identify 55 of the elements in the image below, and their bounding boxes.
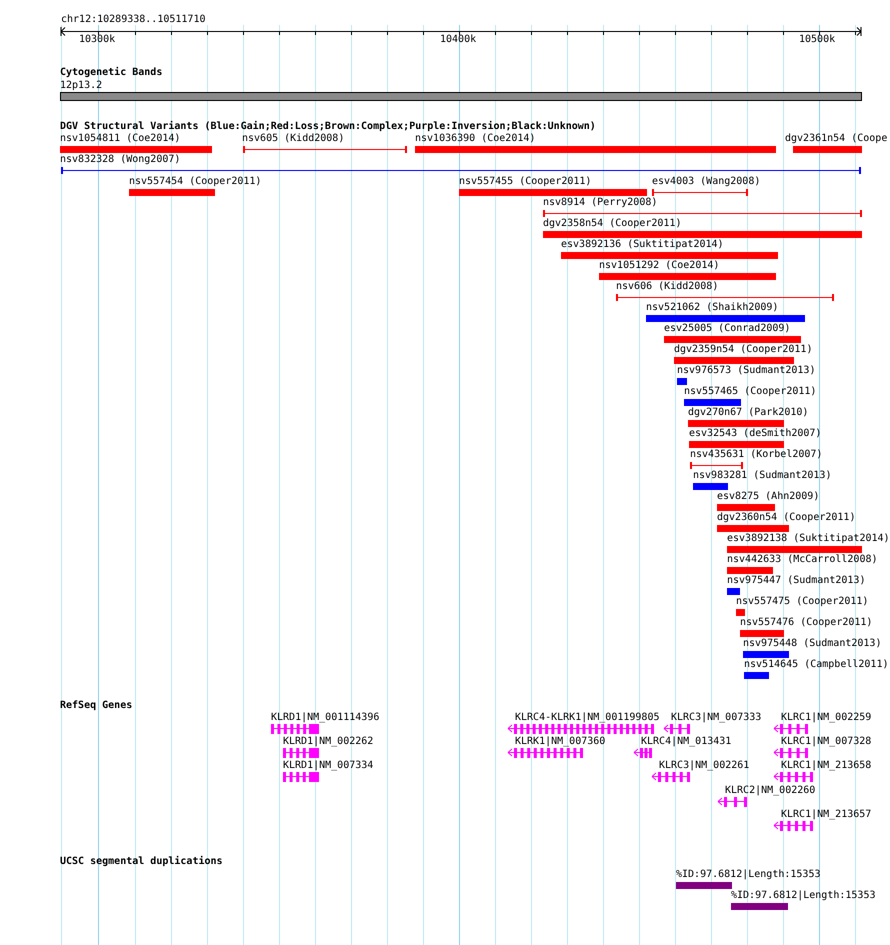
gene-label: KLRK1|NM_007360 — [515, 736, 606, 748]
feature-label: nsv435631 (Korbel2007) — [690, 449, 822, 461]
feature-label: nsv1051292 (Coe2014) — [599, 260, 720, 272]
gene-label: KLRC1|NM_007328 — [781, 736, 872, 748]
feature-label: esv3892136 (Suktitipat2014) — [561, 239, 724, 251]
feature-label: esv8275 (Ahn2009) — [717, 491, 820, 503]
feature-label: nsv1036390 (Coe2014) — [415, 133, 536, 145]
feature-label: dgv2360n54 (Cooper2011) — [717, 512, 856, 524]
feature-label: nsv514645 (Campbell2011) — [744, 659, 888, 671]
feature-label: nsv983281 (Sudmant2013) — [693, 470, 832, 482]
gene-label: KLRC4-KLRK1|NM_001199805 — [515, 712, 660, 724]
track-title: DGV Structural Variants (Blue:Gain;Red:Loss;Brown:Complex;Purple:Inversion;Black:Unknown) — [60, 121, 596, 133]
gene-label: KLRC3|NM_002261 — [659, 760, 750, 772]
feature-label: nsv521062 (Shaikh2009) — [646, 302, 778, 314]
gene-label: KLRC1|NM_213657 — [781, 809, 872, 821]
feature-label: esv3892138 (Suktitipat2014) — [727, 533, 890, 545]
track-title: Cytogenetic Bands — [60, 67, 162, 79]
feature-label: dgv2359n54 (Cooper2011) — [674, 344, 812, 356]
feature-label: nsv606 (Kidd2008) — [616, 281, 718, 293]
gene-label: KLRC1|NM_213658 — [781, 760, 872, 772]
feature-label: nsv557476 (Cooper2011) — [740, 617, 872, 629]
gene-label: KLRD1|NM_001114396 — [271, 712, 380, 724]
gene-label: KLRC1|NM_002259 — [781, 712, 872, 724]
feature-label: nsv557454 (Cooper2011) — [129, 176, 262, 188]
gene-label: KLRC2|NM_002260 — [725, 785, 816, 797]
feature-label: nsv8914 (Perry2008) — [543, 197, 658, 209]
feature-label: esv4003 (Wang2008) — [652, 176, 760, 188]
feature-label: dgv270n67 (Park2010) — [688, 407, 808, 419]
tick-label: 10500k — [799, 34, 836, 46]
feature-label: nsv1054811 (Coe2014) — [60, 133, 180, 145]
feature-label: %ID:97.6812|Length:15353 — [676, 869, 820, 881]
feature-label: %ID:97.6812|Length:15353 — [731, 890, 876, 902]
feature-label: nsv975448 (Sudmant2013) — [743, 638, 882, 650]
gene-label: KLRD1|NM_002262 — [283, 736, 374, 748]
feature-label: nsv442633 (McCarroll2008) — [727, 554, 878, 566]
feature-label: dgv2361n54 (Coope — [785, 133, 888, 145]
feature-label: nsv832328 (Wong2007) — [60, 154, 180, 166]
feature-label: nsv605 (Kidd2008) — [242, 133, 344, 145]
gene-label: KLRD1|NM_007334 — [283, 760, 374, 772]
axis-range-label: chr12:10289338..10511710 — [61, 14, 206, 26]
feature-label: esv25005 (Conrad2009) — [664, 323, 790, 335]
tick-label: 10300k — [79, 34, 116, 46]
feature-label: dgv2358n54 (Cooper2011) — [543, 218, 682, 230]
track-title: RefSeq Genes — [60, 700, 132, 712]
feature-label: nsv976573 (Sudmant2013) — [677, 365, 816, 377]
feature-label: nsv557475 (Cooper2011) — [736, 596, 868, 608]
gene-label: KLRC4|NM_013431 — [641, 736, 732, 748]
feature-label: nsv557455 (Cooper2011) — [459, 176, 592, 188]
feature-label: nsv557465 (Cooper2011) — [684, 386, 816, 398]
band-label: 12p13.2 — [60, 80, 102, 92]
track-title: UCSC segmental duplications — [60, 856, 223, 868]
feature-label: esv32543 (deSmith2007) — [689, 428, 822, 440]
tick-label: 10400k — [440, 34, 476, 46]
gene-label: KLRC3|NM_007333 — [671, 712, 762, 724]
feature-label: nsv975447 (Sudmant2013) — [727, 575, 866, 587]
